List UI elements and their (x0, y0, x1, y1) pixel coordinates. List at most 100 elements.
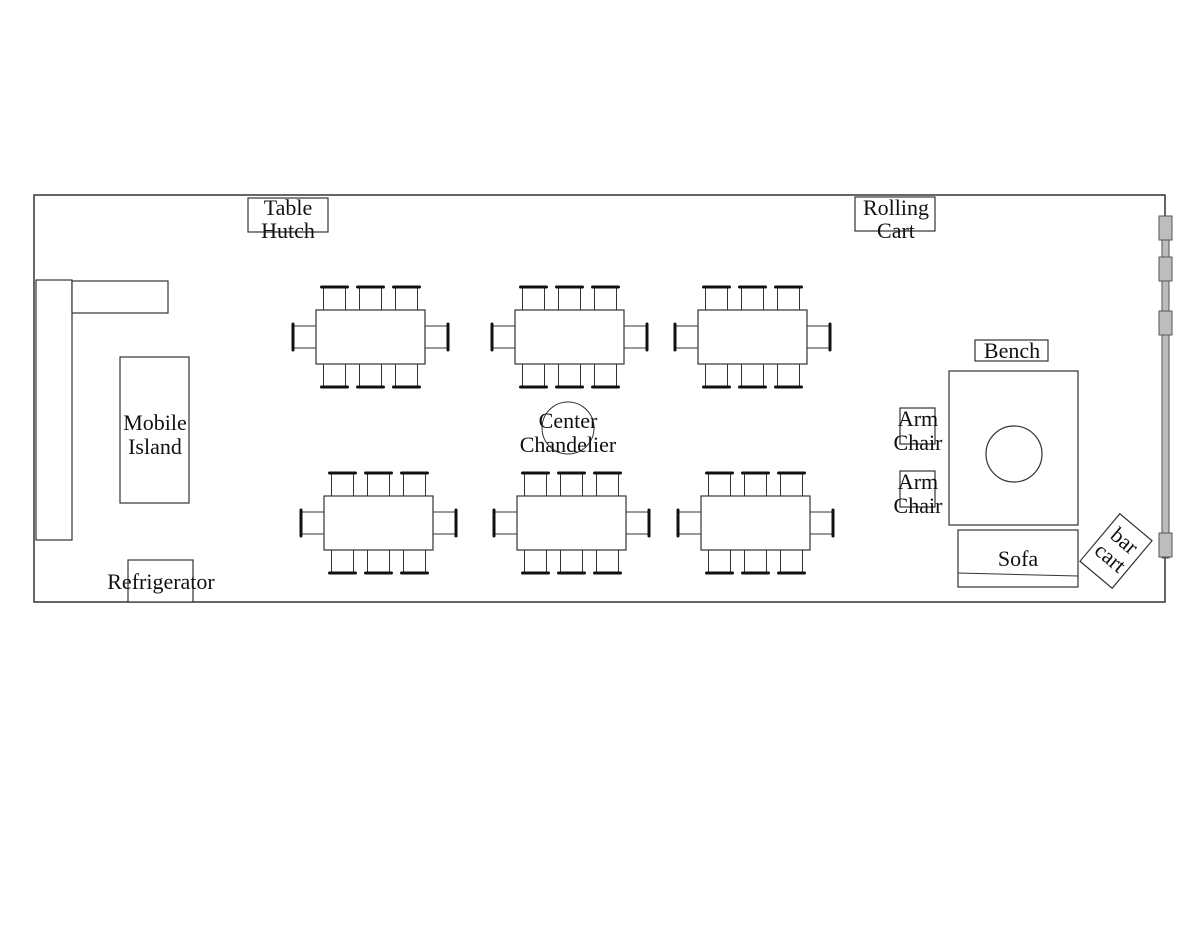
dining-chair-top-1 (320, 285, 349, 311)
dining-chair-bottom-2 (555, 363, 584, 389)
dining-chair-bottom-2 (741, 549, 770, 575)
dining-table (315, 309, 426, 365)
mobile-island: Mobile Island (119, 356, 190, 504)
coffee-table-circle (985, 425, 1043, 483)
rolling-cart: Rolling Cart (854, 195, 936, 243)
sofa-seat-line (957, 572, 1079, 577)
dining-set-3 (673, 285, 832, 389)
arm-chair-1-label-1: Arm (898, 406, 938, 431)
dining-chair-bottom-1 (519, 363, 548, 389)
dining-chair-bottom-2 (364, 549, 393, 575)
mobile-island-label-2: Island (128, 434, 182, 459)
dining-chair-bottom-3 (777, 549, 806, 575)
dining-sets (291, 285, 835, 575)
dining-chair-right (625, 508, 651, 538)
rug-area (948, 370, 1079, 526)
sofa-shape (957, 529, 1079, 588)
dining-chair-top-2 (738, 285, 767, 311)
arm-chair-2-shape (899, 470, 936, 508)
dining-chair-bottom-2 (356, 363, 385, 389)
dining-chair-bottom-1 (328, 549, 357, 575)
bar-cart: bar cart (1079, 512, 1153, 590)
rolling-cart-label-1: Rolling (863, 195, 929, 220)
dining-chair-top-1 (702, 285, 731, 311)
dining-chair-left (676, 508, 702, 538)
dining-chair-top-1 (521, 471, 550, 497)
wall-panel-2 (1158, 256, 1173, 282)
dining-chair-top-2 (364, 471, 393, 497)
wall-panel-4 (1158, 532, 1173, 558)
table-hutch-label-2: Hutch (261, 218, 315, 243)
right-wall (1158, 215, 1173, 559)
dining-chair-bottom-1 (521, 549, 550, 575)
dining-chair-left (490, 322, 516, 352)
dining-chair-right (623, 322, 649, 352)
refrigerator-label: Refrigerator (107, 569, 215, 594)
wall-panel-3 (1158, 310, 1173, 336)
dining-chair-top-2 (356, 285, 385, 311)
dining-chair-bottom-3 (400, 549, 429, 575)
dining-chair-left (299, 508, 325, 538)
rolling-cart-shape (854, 196, 936, 232)
dining-chair-bottom-1 (705, 549, 734, 575)
table-hutch: Table Hutch (247, 195, 329, 243)
dining-set-1 (291, 285, 450, 389)
dining-chair-left (291, 322, 317, 352)
table-hutch-label-1: Table (264, 195, 313, 220)
table-hutch-shape (247, 197, 329, 233)
dining-table (700, 495, 811, 551)
sofa-label: Sofa (998, 546, 1039, 571)
dining-set-4 (299, 471, 458, 575)
dining-chair-right (806, 322, 832, 352)
dining-chair-top-1 (328, 471, 357, 497)
rolling-cart-label-2: Cart (877, 218, 915, 243)
dining-chair-bottom-1 (702, 363, 731, 389)
dining-chair-top-1 (705, 471, 734, 497)
counter-horizontal (71, 280, 169, 314)
center-chandelier: Center Chandelier (520, 401, 617, 457)
refrigerator-shape (127, 559, 194, 603)
wall-panel-1 (1158, 215, 1173, 241)
dining-table (516, 495, 627, 551)
arm-chair-1-label-2: Chair (894, 430, 944, 455)
dining-chair-right (424, 322, 450, 352)
dining-table (514, 309, 625, 365)
dining-chair-top-2 (741, 471, 770, 497)
dining-chair-top-3 (591, 285, 620, 311)
bench-shape (974, 339, 1049, 362)
arm-chair-2-label-2: Chair (894, 493, 944, 518)
bench-label: Bench (984, 338, 1040, 363)
chandelier-circle (541, 401, 595, 455)
dining-chair-top-2 (555, 285, 584, 311)
dining-chair-top-3 (777, 471, 806, 497)
mobile-island-shape (119, 356, 190, 504)
dining-chair-right (432, 508, 458, 538)
dining-chair-top-3 (774, 285, 803, 311)
counter-vertical (35, 279, 73, 541)
dining-chair-bottom-3 (593, 549, 622, 575)
mobile-island-label-1: Mobile (123, 410, 187, 435)
arm-chair-2-label-1: Arm (898, 469, 938, 494)
dining-set-5 (492, 471, 651, 575)
dining-chair-bottom-2 (738, 363, 767, 389)
bench: Bench (974, 338, 1049, 363)
arm-chair-1: Arm Chair (894, 406, 944, 455)
dining-chair-top-2 (557, 471, 586, 497)
dining-chair-bottom-2 (557, 549, 586, 575)
arm-chair-2: Arm Chair (894, 469, 944, 518)
dining-set-2 (490, 285, 649, 389)
sofa: Sofa (957, 529, 1079, 588)
bar-cart-shape (1079, 512, 1153, 590)
chandelier-label-1: Center (539, 408, 598, 433)
dining-chair-top-1 (519, 285, 548, 311)
dining-chair-top-3 (400, 471, 429, 497)
l-counter (35, 279, 169, 541)
chandelier-label-2: Chandelier (520, 432, 617, 457)
dining-chair-left (492, 508, 518, 538)
dining-chair-bottom-3 (591, 363, 620, 389)
dining-table (697, 309, 808, 365)
dining-chair-left (673, 322, 699, 352)
dining-chair-top-3 (593, 471, 622, 497)
dining-chair-top-3 (392, 285, 421, 311)
